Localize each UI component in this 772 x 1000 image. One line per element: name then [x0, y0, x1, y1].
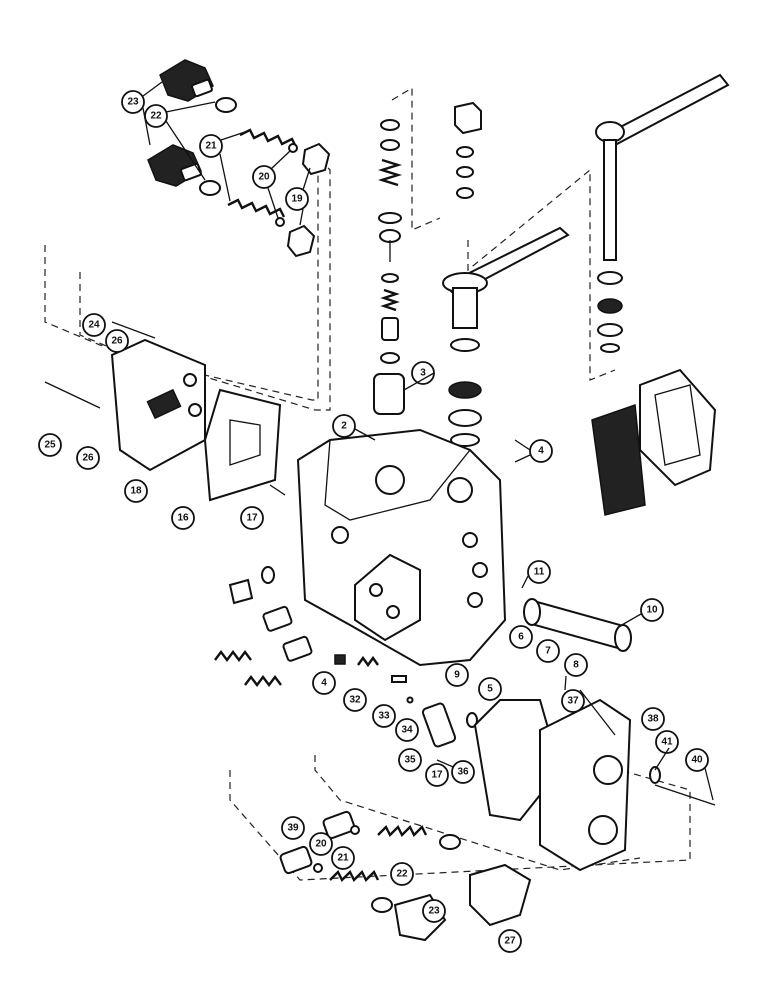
- svg-text:21: 21: [337, 853, 349, 864]
- callout-23-upper: 23: [121, 90, 145, 114]
- svg-text:6: 6: [518, 632, 524, 643]
- callout-39: 39: [281, 816, 305, 840]
- svg-text:2: 2: [341, 421, 347, 432]
- svg-text:35: 35: [404, 755, 416, 766]
- callout-4-lower: 4: [312, 671, 336, 695]
- svg-text:27: 27: [504, 936, 516, 947]
- svg-text:4: 4: [538, 446, 544, 457]
- camshaft: [523, 598, 632, 652]
- callout-41: 41: [655, 730, 679, 754]
- svg-text:20: 20: [315, 839, 327, 850]
- callout-17-upper: 17: [240, 506, 264, 530]
- svg-text:26: 26: [82, 453, 94, 464]
- lower-fittings: [279, 810, 532, 942]
- callout-23-lower: 23: [422, 899, 446, 923]
- callout-33: 33: [372, 704, 396, 728]
- svg-text:10: 10: [646, 605, 658, 616]
- callout-25: 25: [38, 433, 62, 457]
- callout-5: 5: [478, 677, 502, 701]
- svg-text:5: 5: [487, 684, 493, 695]
- svg-text:22: 22: [396, 869, 408, 880]
- svg-text:23: 23: [428, 906, 440, 917]
- lower-right-cover: [473, 698, 716, 872]
- svg-text:41: 41: [661, 737, 673, 748]
- upper-fittings: [147, 59, 331, 258]
- callout-4-upper: 4: [529, 439, 553, 463]
- svg-text:3: 3: [420, 368, 426, 379]
- svg-text:38: 38: [647, 714, 659, 725]
- callout-35: 35: [398, 748, 422, 772]
- callout-36: 36: [451, 760, 475, 784]
- left-cover-group: [44, 321, 286, 502]
- callout-3: 3: [411, 361, 435, 385]
- callout-22-lower: 22: [390, 862, 414, 886]
- callout-21-lower: 21: [331, 846, 355, 870]
- leader-lines: [142, 81, 714, 801]
- svg-text:21: 21: [205, 141, 217, 152]
- callout-40: 40: [685, 748, 709, 772]
- callout-38: 38: [641, 707, 665, 731]
- callout-17-lower: 17: [425, 763, 449, 787]
- svg-text:8: 8: [573, 660, 579, 671]
- svg-text:32: 32: [349, 695, 361, 706]
- callout-18: 18: [124, 479, 148, 503]
- svg-text:9: 9: [454, 670, 460, 681]
- callout-11: 11: [527, 560, 551, 584]
- callout-20-lower: 20: [309, 832, 333, 856]
- svg-text:17: 17: [246, 513, 258, 524]
- svg-text:4: 4: [321, 678, 327, 689]
- svg-text:33: 33: [378, 711, 390, 722]
- svg-text:7: 7: [545, 646, 551, 657]
- callout-20-upper: 20: [252, 165, 276, 189]
- svg-text:39: 39: [287, 823, 299, 834]
- callout-19: 19: [285, 187, 309, 211]
- svg-text:20: 20: [258, 172, 270, 183]
- svg-text:25: 25: [44, 440, 56, 451]
- svg-text:17: 17: [431, 770, 443, 781]
- callout-34: 34: [395, 718, 419, 742]
- callout-21-upper: 21: [199, 134, 223, 158]
- svg-text:36: 36: [457, 767, 469, 778]
- callout-7: 7: [536, 639, 560, 663]
- callout-24: 24: [82, 313, 106, 337]
- svg-text:40: 40: [691, 755, 703, 766]
- callout-22-upper: 22: [144, 104, 168, 128]
- callout-2: 2: [332, 414, 356, 438]
- callout-10: 10: [640, 598, 664, 622]
- callouts: 23 22 21 20 19 24 26 25 26 18 16 17 3 2 …: [38, 90, 709, 953]
- svg-text:23: 23: [127, 97, 139, 108]
- svg-text:34: 34: [401, 725, 413, 736]
- assembly-guide-lines: [44, 86, 691, 881]
- svg-text:26: 26: [111, 336, 123, 347]
- callout-9: 9: [445, 663, 469, 687]
- callout-27: 27: [498, 929, 522, 953]
- valve-stack: [373, 101, 482, 415]
- valve-body: [296, 368, 717, 667]
- svg-text:11: 11: [534, 567, 545, 578]
- control-levers: [442, 73, 730, 447]
- svg-text:24: 24: [88, 320, 100, 331]
- lower-left-parts: [214, 566, 478, 771]
- svg-text:18: 18: [130, 486, 142, 497]
- svg-text:19: 19: [291, 194, 303, 205]
- callout-37: 37: [561, 689, 585, 713]
- callout-26-lower: 26: [76, 446, 100, 470]
- svg-text:22: 22: [150, 111, 162, 122]
- callout-26-upper: 26: [105, 329, 129, 353]
- svg-text:16: 16: [177, 513, 189, 524]
- callout-32: 32: [343, 688, 367, 712]
- callout-8: 8: [564, 653, 588, 677]
- callout-16: 16: [171, 506, 195, 530]
- svg-text:37: 37: [567, 696, 579, 707]
- callout-6: 6: [509, 625, 533, 649]
